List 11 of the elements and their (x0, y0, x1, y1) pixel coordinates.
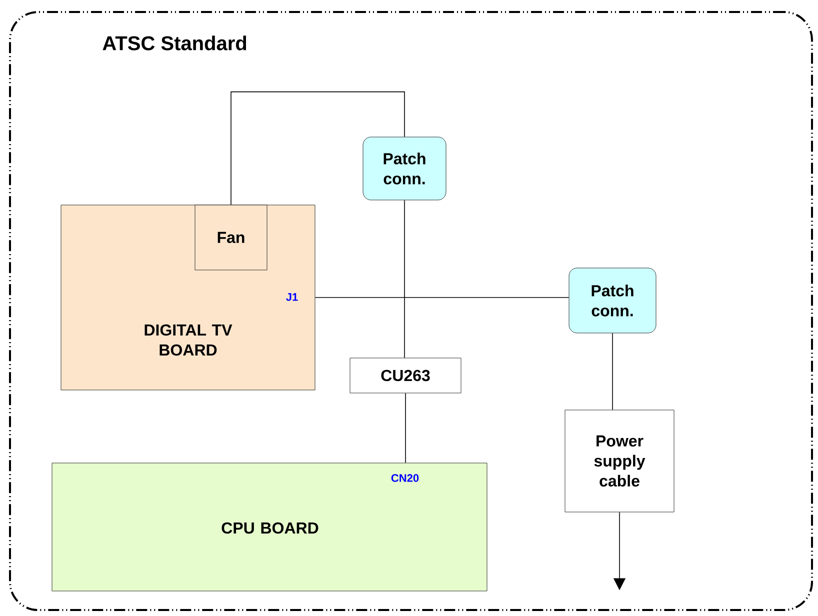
cable-box: CU263 (350, 358, 462, 394)
connector-box: Patch conn. (568, 268, 656, 334)
connector-line (612, 332, 613, 410)
connector-line (404, 200, 405, 358)
connector-line (314, 297, 570, 298)
cable-box: Power supply cable (564, 410, 674, 512)
connector-line (405, 392, 406, 464)
board-box: CPU BOARD CN20 (52, 462, 488, 592)
connector-box: Patch conn. (362, 136, 446, 200)
connector-line (230, 91, 405, 206)
fan-box: Fan (194, 204, 268, 270)
